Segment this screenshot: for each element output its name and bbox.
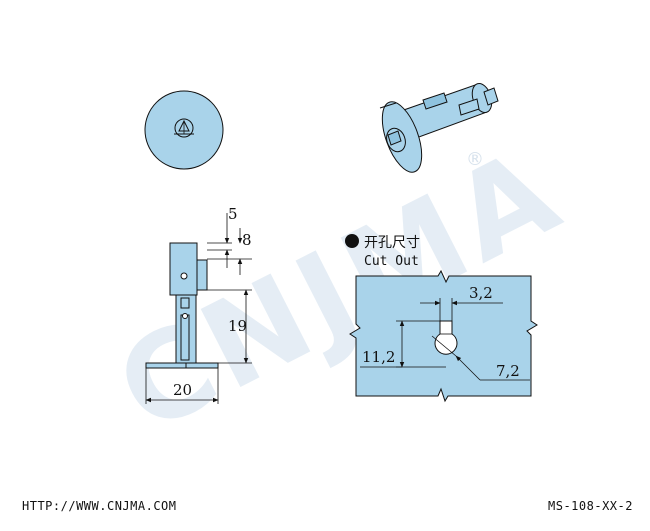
cutout-panel <box>349 269 538 403</box>
dim-top-2: 8 <box>242 231 252 249</box>
registered-mark: ® <box>466 149 484 170</box>
dim-height: 11,2 <box>362 348 395 366</box>
part-code: MS-108-XX-2 <box>548 499 633 513</box>
dim-length: 19 <box>228 317 247 335</box>
cutout-title-en: Cut Out <box>364 254 419 269</box>
dim-slot-width: 3,2 <box>469 284 493 302</box>
cutout-dimensions <box>360 298 530 381</box>
front-view <box>144 90 224 170</box>
isometric-view <box>379 82 499 173</box>
side-view <box>145 242 219 369</box>
filled-circle-icon <box>345 234 359 248</box>
dim-width: 20 <box>173 381 192 399</box>
dim-diameter: 7,2 <box>496 362 520 380</box>
cutout-title-cn: 开孔尺寸 <box>364 235 420 251</box>
website-url: HTTP://WWW.CNJMA.COM <box>22 499 177 513</box>
side-view-dimensions <box>145 213 252 404</box>
dim-top-1: 5 <box>228 205 238 223</box>
